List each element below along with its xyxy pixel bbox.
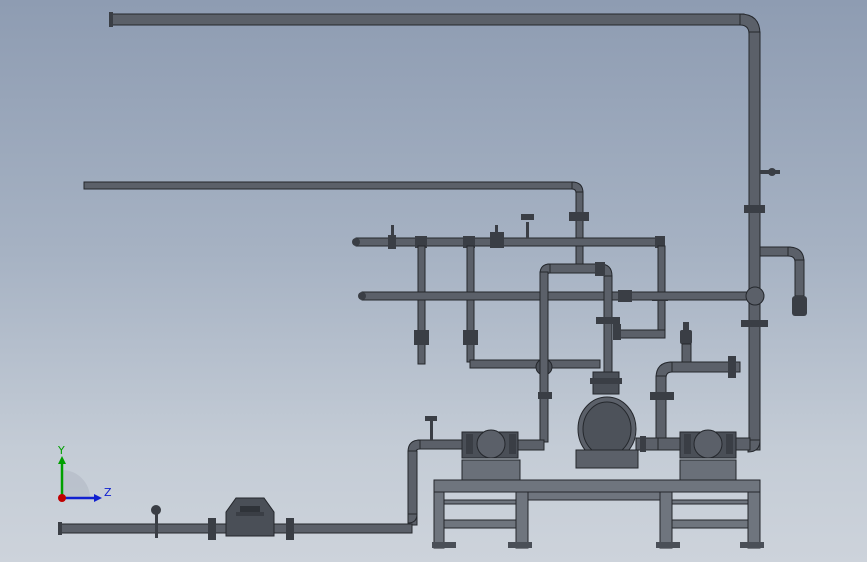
right-pump[interactable]: [679, 429, 737, 482]
left-pump[interactable]: [407, 416, 545, 526]
gauge-icon: [425, 416, 437, 421]
flange: [744, 205, 765, 213]
steel-base-frame[interactable]: [432, 479, 764, 549]
valve-icon: [388, 235, 396, 249]
pressure-gauge-icon: [151, 505, 161, 515]
lower-header-pipe[interactable]: [358, 286, 765, 306]
valve-icon: [463, 330, 478, 345]
flange: [569, 212, 589, 221]
flange: [596, 317, 620, 324]
coordinate-triad-icon: Y Z: [57, 444, 112, 502]
valve-icon: [792, 296, 807, 316]
coordinate-triad[interactable]: Y Z: [50, 440, 120, 510]
valve-icon: [490, 232, 504, 248]
z-axis-label: Z: [104, 486, 112, 499]
top-header-pipe[interactable]: [109, 12, 768, 453]
flange: [208, 518, 216, 540]
flange: [728, 356, 736, 378]
valve-icon: [414, 330, 429, 345]
flow-meter[interactable]: [225, 497, 275, 537]
discharge-pipe[interactable]: [650, 322, 741, 451]
upper-return-pipe[interactable]: [83, 181, 589, 269]
y-axis-label: Y: [57, 444, 65, 457]
valve-icon: [680, 330, 692, 344]
loop-pipe[interactable]: [538, 262, 621, 443]
mid-header-pipe[interactable]: [352, 214, 668, 339]
gauge-icon: [521, 214, 534, 220]
flange: [650, 392, 674, 400]
flange: [741, 320, 768, 327]
right-branch-pipe[interactable]: [759, 168, 807, 316]
flange: [286, 518, 294, 540]
